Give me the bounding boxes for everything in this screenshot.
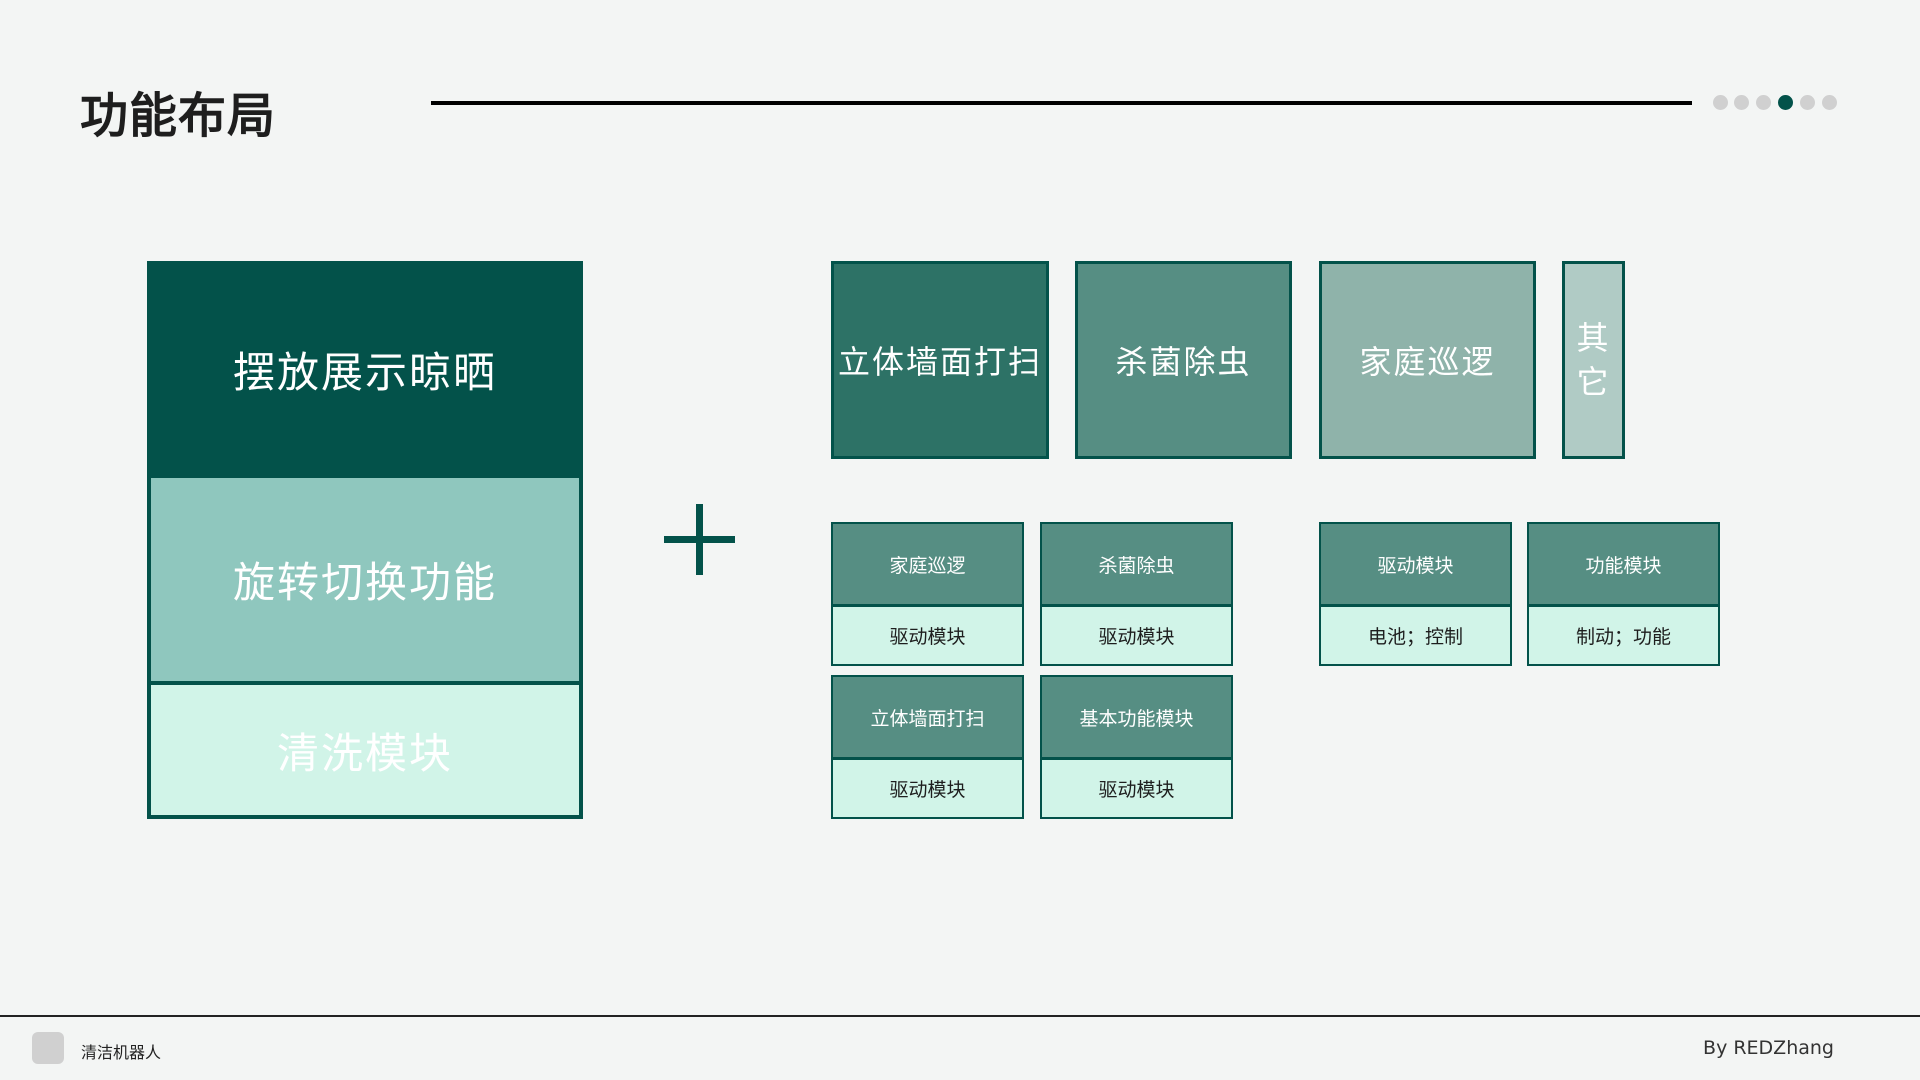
module-card: 杀菌除虫驱动模块 [1040,522,1233,666]
feature-wall-clean: 立体墙面打扫 [831,261,1049,459]
feature-patrol: 家庭巡逻 [1319,261,1536,459]
card-body: 电池；控制 [1321,607,1510,664]
card-body: 制动；功能 [1529,607,1718,664]
module-card: 立体墙面打扫驱动模块 [831,675,1024,819]
stack-clean: 清洗模块 [147,681,583,819]
page-dot[interactable] [1734,95,1749,110]
module-card: 功能模块制动；功能 [1527,522,1720,666]
card-title: 立体墙面打扫 [833,677,1022,760]
card-title: 基本功能模块 [1042,677,1231,760]
stack-display: 摆放展示晾晒 [147,261,583,478]
card-body: 驱动模块 [833,607,1022,664]
footer-divider [0,1015,1920,1017]
module-card: 家庭巡逻驱动模块 [831,522,1024,666]
page-dot[interactable] [1713,95,1728,110]
plus-icon-vertical [696,504,703,575]
card-title: 功能模块 [1529,524,1718,607]
feature-sterilize: 杀菌除虫 [1075,261,1292,459]
page-dot[interactable] [1800,95,1815,110]
feature-other: 其它 [1562,261,1625,459]
module-card: 驱动模块电池；控制 [1319,522,1512,666]
card-title: 驱动模块 [1321,524,1510,607]
card-body: 驱动模块 [1042,607,1231,664]
page-dot[interactable] [1822,95,1837,110]
page-title: 功能布局 [80,88,277,144]
logo-icon [32,1032,64,1064]
page-dot-active[interactable] [1778,95,1793,110]
card-body: 驱动模块 [1042,760,1231,817]
card-body: 驱动模块 [833,760,1022,817]
card-title: 家庭巡逻 [833,524,1022,607]
module-card: 基本功能模块驱动模块 [1040,675,1233,819]
footer-title: 清洁机器人 [81,1043,162,1062]
card-title: 杀菌除虫 [1042,524,1231,607]
title-divider [431,101,1692,105]
page-dot[interactable] [1756,95,1771,110]
footer-author: By REDZhang [1703,1037,1834,1059]
stack-rotate: 旋转切换功能 [147,474,583,685]
